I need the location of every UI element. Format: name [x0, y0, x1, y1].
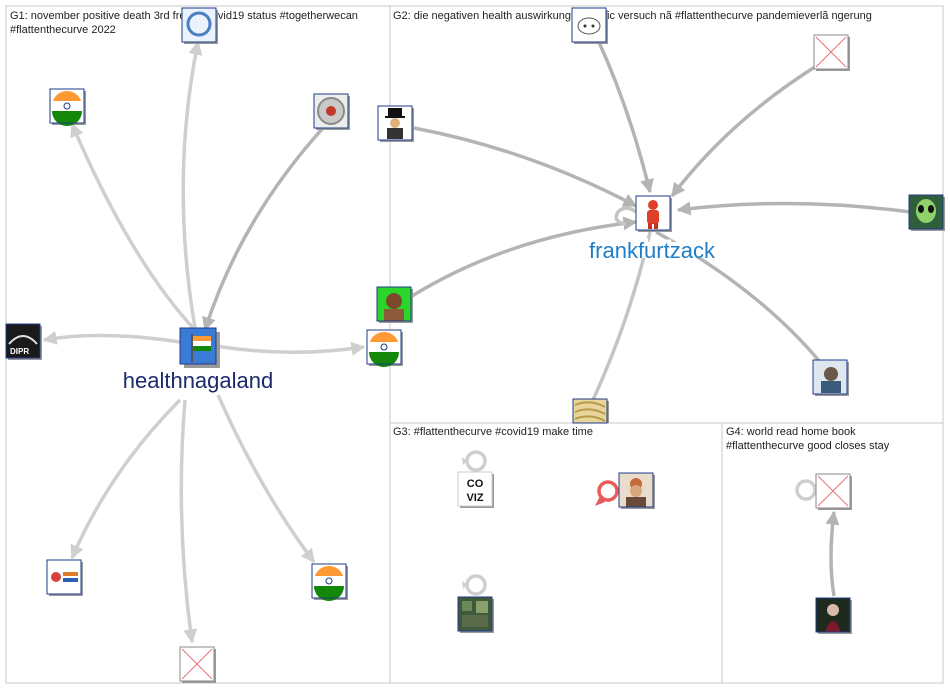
garden-photo-icon	[457, 596, 493, 632]
node-dark-portrait-avatar[interactable]	[815, 597, 852, 634]
panel-g4	[721, 422, 944, 684]
dark-portrait-icon	[815, 597, 851, 633]
hub-label-healthnagaland: healthnagaland	[123, 368, 273, 393]
hub-labels: healthnagaland healthnagaland frankfurtz…	[123, 234, 720, 393]
node-coviz-logo-avatar[interactable]: CO VIZ	[457, 471, 494, 508]
hazmat-suit-icon	[635, 195, 671, 231]
portrait-icon	[812, 359, 848, 395]
nodes-g3: CO VIZ	[457, 471, 655, 633]
edge	[70, 122, 197, 332]
node-india-flag-avatar-2[interactable]	[366, 329, 403, 367]
dipr-logo-icon	[5, 323, 41, 359]
node-top-hat-figure-avatar[interactable]	[377, 105, 414, 142]
node-india-flag-avatar-3[interactable]	[311, 563, 348, 601]
group-label-g2: G2: die negativen health auswirkungen pu…	[393, 10, 872, 22]
edges-g1	[42, 40, 366, 644]
self-loop-arrow	[462, 457, 467, 465]
group-label-g4: G4: world read home book	[726, 426, 856, 438]
hub-node-healthnagaland[interactable]	[179, 327, 220, 368]
group-label-g1-line2: #flattenthecurve 2022	[10, 24, 116, 36]
node-alien-avatar[interactable]	[908, 194, 945, 231]
hub-node-frankfurtzack[interactable]	[635, 195, 672, 232]
self-loop-edge	[465, 450, 487, 472]
edge	[825, 510, 840, 597]
edge	[655, 230, 822, 364]
edge	[676, 201, 911, 216]
svg-text:DIPR: DIPR	[10, 347, 29, 356]
india-flag-icon	[366, 329, 402, 365]
self-loop-edge	[795, 479, 817, 501]
edge	[215, 341, 366, 356]
edge	[411, 216, 638, 298]
edge	[413, 126, 638, 208]
india-flag-icon	[49, 88, 85, 124]
portrait-icon	[618, 472, 654, 508]
node-portrait-avatar-2[interactable]	[618, 472, 655, 509]
node-india-flag-avatar[interactable]	[49, 88, 86, 126]
coviz-logo-text-2: VIZ	[466, 492, 483, 504]
green-portrait-icon	[376, 286, 412, 322]
self-loop-edge	[597, 480, 619, 502]
node-dipr-logo-avatar[interactable]: DIPR	[5, 323, 42, 360]
nodes-g4	[815, 473, 852, 634]
edge	[42, 330, 181, 345]
node-broken-image-3[interactable]	[815, 473, 852, 510]
node-food-photo-avatar[interactable]	[572, 398, 609, 424]
node-green-portrait-avatar[interactable]	[376, 286, 413, 323]
panel-g3	[389, 422, 723, 684]
edge	[670, 63, 819, 198]
mygov-logo-icon	[46, 559, 82, 595]
hello-kitty-icon	[571, 7, 607, 43]
edge	[216, 394, 316, 564]
hub-label-halo: healthnagaland	[125, 366, 275, 391]
hub-label-halo: frankfurtzack	[591, 236, 718, 261]
alien-icon	[908, 194, 944, 230]
node-blue-logo-avatar[interactable]	[181, 7, 218, 44]
self-loop-edge	[465, 574, 487, 596]
food-photo-icon	[572, 398, 608, 424]
node-emblem-avatar[interactable]	[313, 93, 350, 130]
self-loop-arrow	[462, 581, 467, 589]
node-portrait-avatar[interactable]	[812, 359, 849, 396]
node-garden-photo-avatar[interactable]	[457, 596, 494, 633]
coviz-logo-text: CO	[467, 478, 484, 490]
edge	[590, 231, 652, 403]
node-broken-image[interactable]	[179, 646, 216, 683]
top-hat-figure-icon	[377, 105, 413, 141]
nodes-g2	[376, 7, 945, 424]
self-loop-edge	[614, 206, 638, 226]
self-loop-arrow	[595, 496, 605, 506]
edges-g2	[411, 39, 911, 403]
india-flag-icon	[311, 563, 347, 599]
node-mygov-logo-avatar[interactable]	[46, 559, 83, 596]
edge	[179, 399, 198, 644]
edge	[202, 126, 325, 332]
blue-logo-icon	[181, 7, 217, 43]
group-label-g3: G3: #flattenthecurve #covid19 make time	[393, 426, 593, 438]
emblem-icon	[313, 93, 349, 129]
edge	[70, 398, 182, 560]
node-broken-image-2[interactable]	[813, 34, 850, 71]
edge	[596, 39, 654, 194]
group-label-g4-line2: #flattenthecurve good closes stay	[726, 440, 890, 452]
edges-g3-g4	[462, 450, 840, 597]
hub-label-frankfurtzack: frankfurtzack	[589, 238, 716, 263]
edge	[181, 40, 203, 329]
nodes-g1: DIPR	[5, 7, 403, 683]
node-hello-kitty-avatar[interactable]	[571, 7, 608, 44]
